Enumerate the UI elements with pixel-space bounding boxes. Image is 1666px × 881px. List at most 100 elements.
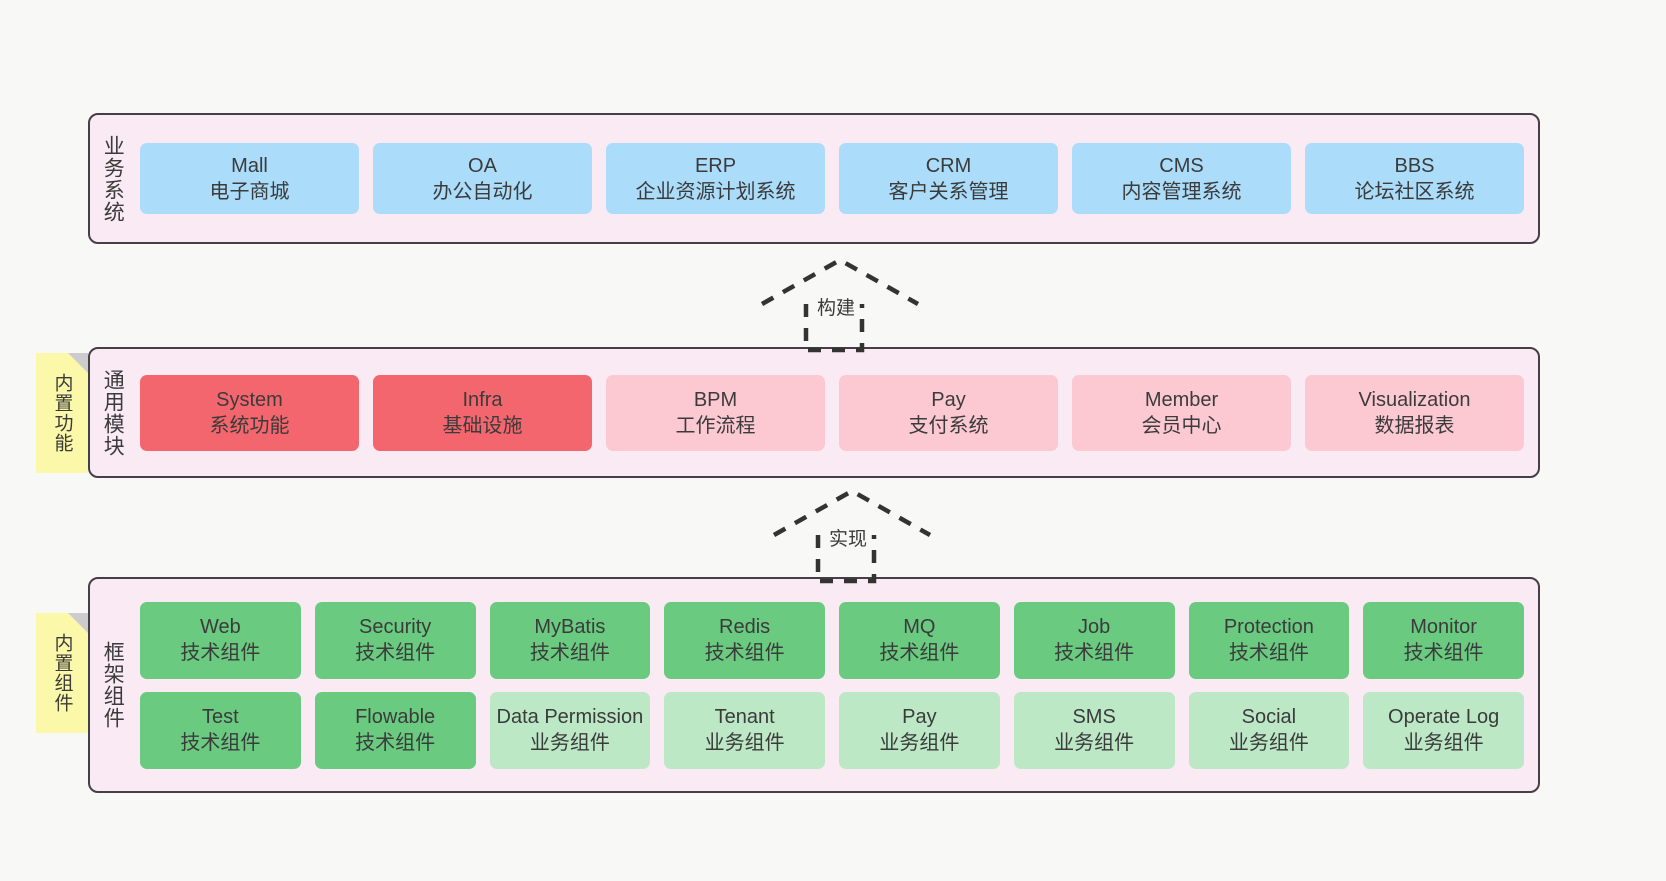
- node-oa-cn: 办公自动化: [432, 180, 533, 203]
- node-web-en: Web: [199, 616, 241, 638]
- node-bpm[interactable]: BPM 工作流程: [606, 374, 825, 451]
- node-data-permission-en: Data Permission: [496, 706, 644, 728]
- node-flowable-en: Flowable: [355, 706, 436, 728]
- node-crm[interactable]: CRM 客户关系管理: [839, 143, 1058, 214]
- node-tenant-cn: 业务组件: [704, 732, 785, 754]
- node-oa[interactable]: OA 办公自动化: [373, 143, 592, 214]
- node-pay-module[interactable]: Pay 支付系统: [839, 374, 1058, 451]
- node-bpm-en: BPM: [693, 388, 738, 411]
- node-bbs-cn: 论坛社区系统: [1354, 180, 1475, 203]
- node-redis[interactable]: Redis 技术组件: [664, 601, 825, 679]
- node-security-en: Security: [359, 616, 432, 638]
- node-web-cn: 技术组件: [180, 642, 261, 664]
- node-member-en: Member: [1144, 388, 1219, 411]
- node-monitor-en: Monitor: [1410, 616, 1477, 638]
- node-mall-cn: 电子商城: [209, 180, 290, 203]
- node-monitor-cn: 技术组件: [1403, 642, 1484, 664]
- node-mq-en: MQ: [903, 616, 936, 638]
- node-protection-en: Protection: [1223, 616, 1314, 638]
- node-data-permission-cn: 业务组件: [529, 732, 610, 754]
- node-social-en: Social: [1241, 706, 1297, 728]
- node-test-cn: 技术组件: [180, 732, 261, 754]
- node-member[interactable]: Member 会员中心: [1072, 374, 1291, 451]
- node-monitor[interactable]: Monitor 技术组件: [1363, 601, 1524, 679]
- node-tenant[interactable]: Tenant 业务组件: [664, 691, 825, 769]
- node-redis-cn: 技术组件: [704, 642, 785, 664]
- node-visualization-cn: 数据报表: [1374, 414, 1455, 437]
- node-sms-cn: 业务组件: [1054, 732, 1135, 754]
- node-operate-log-en: Operate Log: [1388, 706, 1500, 728]
- node-mall-en: Mall: [231, 154, 268, 177]
- layer-business-row: Mall 电子商城 OA 办公自动化 ERP 企业资源计划系统 CRM 客户关系…: [140, 143, 1524, 214]
- node-social-cn: 业务组件: [1228, 732, 1309, 754]
- node-mybatis-cn: 技术组件: [529, 642, 610, 664]
- node-operate-log-cn: 业务组件: [1403, 732, 1484, 754]
- node-infra-en: Infra: [462, 388, 503, 411]
- node-erp-cn: 企业资源计划系统: [635, 180, 796, 203]
- node-job[interactable]: Job 技术组件: [1013, 601, 1175, 679]
- node-infra-cn: 基础设施: [442, 414, 523, 437]
- node-test[interactable]: Test 技术组件: [140, 691, 301, 769]
- node-mall[interactable]: Mall 电子商城: [140, 143, 359, 214]
- node-system[interactable]: System 系统功能: [140, 374, 359, 451]
- node-bpm-cn: 工作流程: [675, 414, 756, 437]
- node-redis-en: Redis: [719, 616, 771, 638]
- node-web[interactable]: Web 技术组件: [140, 601, 301, 679]
- node-sms[interactable]: SMS 业务组件: [1013, 691, 1175, 769]
- node-erp-en: ERP: [694, 154, 737, 177]
- node-security-cn: 技术组件: [355, 642, 436, 664]
- node-visualization[interactable]: Visualization 数据报表: [1305, 374, 1524, 451]
- node-mybatis-en: MyBatis: [534, 616, 606, 638]
- node-sms-en: SMS: [1072, 706, 1116, 728]
- node-social[interactable]: Social 业务组件: [1188, 691, 1350, 769]
- node-system-en: System: [216, 388, 283, 411]
- layer-business-body: Mall 电子商城 OA 办公自动化 ERP 企业资源计划系统 CRM 客户关系…: [134, 115, 1538, 242]
- node-pay-component[interactable]: Pay 业务组件: [839, 691, 1000, 769]
- note-builtin-components: 内置组件: [36, 613, 88, 733]
- layer-common-modules: 通用模块 System 系统功能 Infra 基础设施 BPM 工作流程 Pay…: [88, 347, 1540, 478]
- node-job-en: Job: [1078, 616, 1111, 638]
- node-protection[interactable]: Protection 技术组件: [1188, 601, 1350, 679]
- node-mq[interactable]: MQ 技术组件: [839, 601, 1000, 679]
- node-oa-en: OA: [468, 154, 497, 177]
- node-crm-cn: 客户关系管理: [888, 180, 1009, 203]
- node-cms-en: CMS: [1159, 154, 1204, 177]
- node-crm-en: CRM: [925, 154, 972, 177]
- layer-common-body: System 系统功能 Infra 基础设施 BPM 工作流程 Pay 支付系统…: [134, 349, 1538, 476]
- connector-build-label: 构建: [817, 298, 856, 319]
- layer-framework-row-tech: Web 技术组件 Security 技术组件 MyBatis 技术组件 Redi…: [140, 601, 1524, 679]
- note-builtin-features-label: 内置功能: [51, 373, 73, 453]
- node-data-permission[interactable]: Data Permission 业务组件: [489, 691, 651, 769]
- layer-common-title: 通用模块: [101, 368, 125, 457]
- node-job-cn: 技术组件: [1054, 642, 1135, 664]
- note-builtin-features: 内置功能: [36, 353, 88, 473]
- node-bbs[interactable]: BBS 论坛社区系统: [1305, 143, 1524, 214]
- node-flowable[interactable]: Flowable 技术组件: [314, 691, 476, 769]
- node-operate-log[interactable]: Operate Log 业务组件: [1363, 691, 1524, 769]
- node-member-cn: 会员中心: [1141, 414, 1222, 437]
- node-mq-cn: 技术组件: [879, 642, 960, 664]
- node-mybatis[interactable]: MyBatis 技术组件: [489, 601, 651, 679]
- layer-business-title: 业务系统: [101, 134, 125, 223]
- connector-implement: 实现: [772, 488, 932, 589]
- connector-build: 构建: [760, 257, 920, 358]
- node-protection-cn: 技术组件: [1228, 642, 1309, 664]
- node-security[interactable]: Security 技术组件: [314, 601, 476, 679]
- layer-business-systems: 业务系统 Mall 电子商城 OA 办公自动化 ERP 企业资源计划系统 CRM…: [88, 113, 1540, 244]
- node-pay-component-en: Pay: [902, 706, 937, 728]
- layer-framework-body: Web 技术组件 Security 技术组件 MyBatis 技术组件 Redi…: [134, 579, 1538, 791]
- node-test-en: Test: [202, 706, 239, 728]
- layer-framework-components: 框架组件 Web 技术组件 Security 技术组件 MyBatis 技术组件…: [88, 577, 1540, 793]
- connector-implement-label: 实现: [829, 529, 868, 550]
- node-erp[interactable]: ERP 企业资源计划系统: [606, 143, 825, 214]
- node-bbs-en: BBS: [1394, 154, 1435, 177]
- node-tenant-en: Tenant: [714, 706, 775, 728]
- node-cms[interactable]: CMS 内容管理系统: [1072, 143, 1291, 214]
- node-infra[interactable]: Infra 基础设施: [373, 374, 592, 451]
- node-system-cn: 系统功能: [209, 414, 290, 437]
- node-pay-component-cn: 业务组件: [879, 732, 960, 754]
- node-flowable-cn: 技术组件: [355, 732, 436, 754]
- node-cms-cn: 内容管理系统: [1121, 180, 1242, 203]
- layer-common-row: System 系统功能 Infra 基础设施 BPM 工作流程 Pay 支付系统…: [140, 374, 1524, 451]
